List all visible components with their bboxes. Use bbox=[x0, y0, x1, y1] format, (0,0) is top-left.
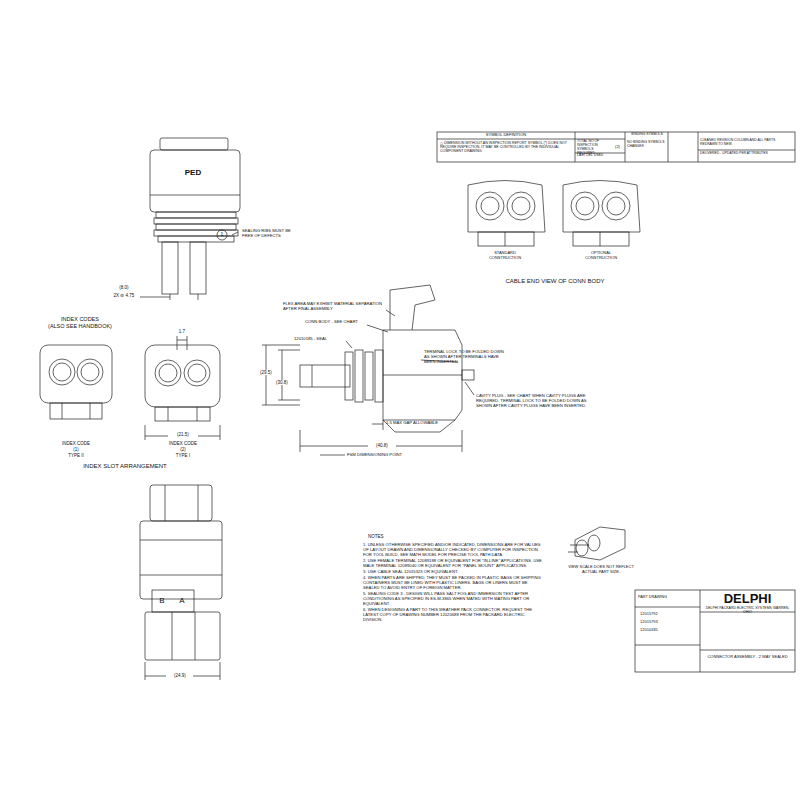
part-marking: PED bbox=[178, 168, 208, 177]
dimension-note: 1.5 MAX GAP ALLOWABLE bbox=[386, 421, 466, 426]
notes-heading: NOTES bbox=[368, 534, 408, 539]
leader-note: TERMINAL LOCK TO BE FOLDED DOWN AS SHOWN… bbox=[424, 350, 504, 364]
index-code: INDEX CODE bbox=[50, 441, 102, 446]
title-block-text: CONNECTOR ASSEMBLY - 2 WAY SEALED bbox=[702, 655, 793, 660]
view-title: INDEX SLOT ARRANGEMENT bbox=[55, 463, 195, 470]
table-cell: △ DIMENSION WITHOUT AN INSPECTION REPORT… bbox=[440, 141, 572, 153]
view-note: VIEW SCALE DOES NOT REFLECT ACTUAL PART … bbox=[565, 565, 637, 574]
index-code: TYPE I bbox=[157, 453, 209, 458]
view-title: (ALSO SEE HANDBOOK) bbox=[35, 323, 125, 329]
table-cell: DELIVERED - UPDATED PER ATTRIBUTES bbox=[700, 152, 793, 156]
view-title: CABLE END VIEW OF CONN BODY bbox=[485, 278, 625, 285]
company-logo: DELPHI bbox=[702, 592, 793, 607]
part-number: 12015793 bbox=[640, 620, 696, 625]
note-text: SEALING RIBS MUST BE FREE OF DEFECTS bbox=[242, 229, 302, 239]
leader-note: CONN BODY - SEE CHART bbox=[305, 320, 367, 325]
dimension: 1.7 bbox=[174, 329, 190, 334]
table-cell: NO BINDING SYMBOLS CHANGES bbox=[627, 141, 667, 149]
view-caption: STANDARD CONSTRUCTION bbox=[479, 251, 531, 260]
view-title: INDEX CODES bbox=[35, 316, 125, 322]
note-text: 2. USE FEMALE TERMINAL 12089188 OR EQUIV… bbox=[363, 559, 543, 569]
part-number: 12015792 bbox=[640, 612, 696, 617]
cavity-letter: B bbox=[157, 596, 167, 605]
part-number: 12010185 bbox=[640, 628, 696, 633]
index-code: (2) bbox=[157, 447, 209, 452]
leader-note: CAVITY PLUG - SEE CHART WHEN CAVITY PLUG… bbox=[476, 394, 591, 408]
dimension: (40.8) bbox=[369, 443, 395, 448]
dimension: (29.5) bbox=[255, 370, 277, 375]
view-caption: OPTIONAL CONSTRUCTION bbox=[575, 251, 627, 260]
title-block-text: PART DRAWING bbox=[638, 595, 698, 599]
callout-number: 1 bbox=[217, 232, 227, 238]
table-cell: CLEANED REVISION COLUMN AND ALL PARTS RE… bbox=[700, 139, 793, 147]
index-code: (1) bbox=[50, 447, 102, 452]
cavity-letter: A bbox=[177, 596, 187, 605]
table-header: BINDING SYMBOLS bbox=[627, 133, 667, 137]
note-text: 3. USE CABLE SEAL 12015323 OR EQUIVALENT… bbox=[363, 570, 543, 575]
title-block-text: DELPHI PACKARD ELECTRIC SYSTEMS WARREN, … bbox=[702, 606, 793, 614]
table-cell: LAST DEL USED bbox=[577, 154, 623, 158]
dimension: (24.9) bbox=[167, 673, 193, 678]
index-code: TYPE II bbox=[50, 453, 102, 458]
note-text: 6. WHEN DESIGNING A PART TO THIS WEATHER… bbox=[363, 608, 543, 622]
index-code: INDEX CODE bbox=[157, 441, 209, 446]
leader-note: FLEX AREA MAY EXHIBIT MATERIAL SEPARATIO… bbox=[283, 302, 388, 312]
note-text: 1. UNLESS OTHERWISE SPECIFIED AND/OR IND… bbox=[363, 543, 543, 557]
dimension: (21.5) bbox=[169, 432, 197, 437]
dimension: (8.0) bbox=[112, 285, 136, 290]
note-text: 5. SEALING CODE 3 - DESIGN WILL PASS SAL… bbox=[363, 592, 543, 606]
table-header: SYMBOL DEFINITION bbox=[440, 133, 572, 138]
note-text: 4. WHEN PARTS ARE SHIPPED, THEY MUST BE … bbox=[363, 576, 543, 590]
leader-note: 12010185 - SEAL bbox=[294, 337, 346, 342]
dimension: 2X ⊘ 4.75 bbox=[106, 293, 142, 298]
dimension-note: FSM DIMENSIONING POINT bbox=[347, 453, 437, 458]
dimension: (30.8) bbox=[271, 380, 293, 385]
table-cell: (2) bbox=[611, 145, 624, 150]
